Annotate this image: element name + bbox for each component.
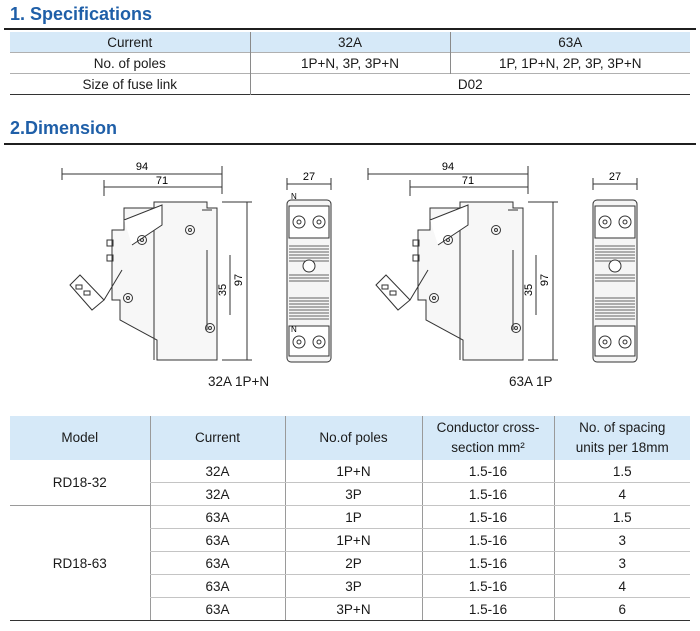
- header-model: Model: [10, 416, 150, 460]
- caption-32a: 32A 1P+N: [208, 374, 270, 389]
- dimension-title: 2.Dimension: [10, 118, 118, 138]
- section-cell: 1.5-16: [421, 460, 554, 483]
- dim-overall-63a: 94: [442, 161, 454, 173]
- units-cell: 1.5: [553, 460, 690, 483]
- specifications-title: 1. Specifications: [10, 4, 153, 24]
- model-cell: RD18-63: [10, 505, 150, 621]
- units-cell: 3: [553, 528, 690, 552]
- section-cell: 1.5-16: [421, 551, 554, 575]
- spec-cell: D02: [249, 73, 690, 95]
- spec-row-fuse-size: Size of fuse link D02: [10, 73, 690, 95]
- units-cell: 6: [553, 597, 690, 621]
- poles-cell: 3P: [284, 574, 422, 598]
- units-cell: 3: [553, 551, 690, 575]
- section-cell: 1.5-16: [421, 574, 554, 598]
- spec-cell: Size of fuse link: [82, 76, 178, 92]
- poles-cell: 1P+N: [284, 460, 422, 483]
- model-table-header: Model Current No.of poles Conductor cros…: [10, 416, 690, 460]
- front-view-63a: 27: [592, 171, 638, 363]
- header-poles: No.of poles: [284, 416, 422, 460]
- header-current: Current: [149, 416, 285, 460]
- model-cell: RD18-32: [10, 460, 150, 506]
- section-cell: 1.5-16: [421, 597, 554, 621]
- specifications-table: Current 32A 63A No. of poles 1P+N, 3P, 3…: [10, 32, 690, 95]
- spec-cell: 1P+N, 3P, 3P+N: [249, 52, 450, 74]
- caption-63a: 63A 1P: [509, 374, 553, 389]
- table-row: 63A 3P+N 1.5-16 6: [10, 597, 690, 621]
- front-view-32a: 27 N N: [286, 171, 332, 363]
- side-view-63a: 94 71 35 97: [367, 161, 559, 361]
- dim-inner-height-63a: 35: [523, 284, 535, 296]
- section-cell: 1.5-16: [421, 482, 554, 506]
- current-cell: 63A: [149, 597, 285, 621]
- dimension-drawings: 94 71 35 97 27 N N 94 71 35 97 27: [61, 161, 638, 363]
- spec-row-poles: No. of poles 1P+N, 3P, 3P+N 1P, 1P+N, 2P…: [10, 52, 690, 74]
- spec-cell: Current: [10, 32, 250, 53]
- pole-mark-n-top: N: [291, 192, 297, 201]
- dim-height-63a: 97: [539, 274, 551, 286]
- poles-cell: 1P+N: [284, 528, 422, 552]
- current-cell: 63A: [149, 551, 285, 575]
- dim-height-32a: 97: [233, 274, 245, 286]
- dim-overall-32a: 94: [136, 161, 148, 173]
- specifications-rule: [4, 28, 696, 30]
- units-cell: 4: [553, 482, 690, 506]
- units-cell: 1.5: [553, 505, 690, 529]
- side-view-32a: 94 71 35 97: [61, 161, 253, 361]
- spec-cell: 63A: [449, 32, 690, 53]
- model-table: Model Current No.of poles Conductor cros…: [10, 416, 690, 621]
- poles-cell: 2P: [284, 551, 422, 575]
- table-row: RD18-63 63A 1P 1.5-16 1.5: [10, 505, 690, 621]
- dim-front-width-32a: 27: [303, 171, 315, 183]
- section-cell: 1.5-16: [421, 505, 554, 529]
- section-cell: 1.5-16: [421, 528, 554, 552]
- poles-cell: 3P: [284, 482, 422, 506]
- table-row: RD18-32 32A 1P+N 1.5-16 1.5: [10, 460, 690, 506]
- current-cell: 32A: [149, 460, 285, 483]
- spec-row-current: Current 32A 63A: [10, 32, 690, 53]
- poles-cell: 1P: [284, 505, 422, 529]
- dimension-rule: [4, 143, 696, 145]
- spec-cell: No. of poles: [93, 55, 166, 71]
- table-row: 63A 3P 1.5-16 4: [10, 574, 690, 598]
- current-cell: 63A: [149, 574, 285, 598]
- current-cell: 63A: [149, 505, 285, 529]
- dim-body-32a: 71: [156, 175, 168, 187]
- header-conductor: Conductor cross-section mm²: [421, 416, 554, 460]
- table-row: 32A 3P 1.5-16 4: [10, 482, 690, 506]
- dim-inner-height-32a: 35: [217, 284, 229, 296]
- table-row: 63A 2P 1.5-16 3: [10, 551, 690, 575]
- current-cell: 32A: [149, 482, 285, 506]
- dim-body-63a: 71: [462, 175, 474, 187]
- poles-cell: 3P+N: [284, 597, 422, 621]
- current-cell: 63A: [149, 528, 285, 552]
- spec-cell: 1P, 1P+N, 2P, 3P, 3P+N: [449, 52, 690, 74]
- spec-cell: 32A: [249, 32, 450, 53]
- table-row: 63A 1P+N 1.5-16 3: [10, 528, 690, 552]
- units-cell: 4: [553, 574, 690, 598]
- dim-front-width-63a: 27: [609, 171, 621, 183]
- pole-mark-n-bottom: N: [291, 325, 297, 334]
